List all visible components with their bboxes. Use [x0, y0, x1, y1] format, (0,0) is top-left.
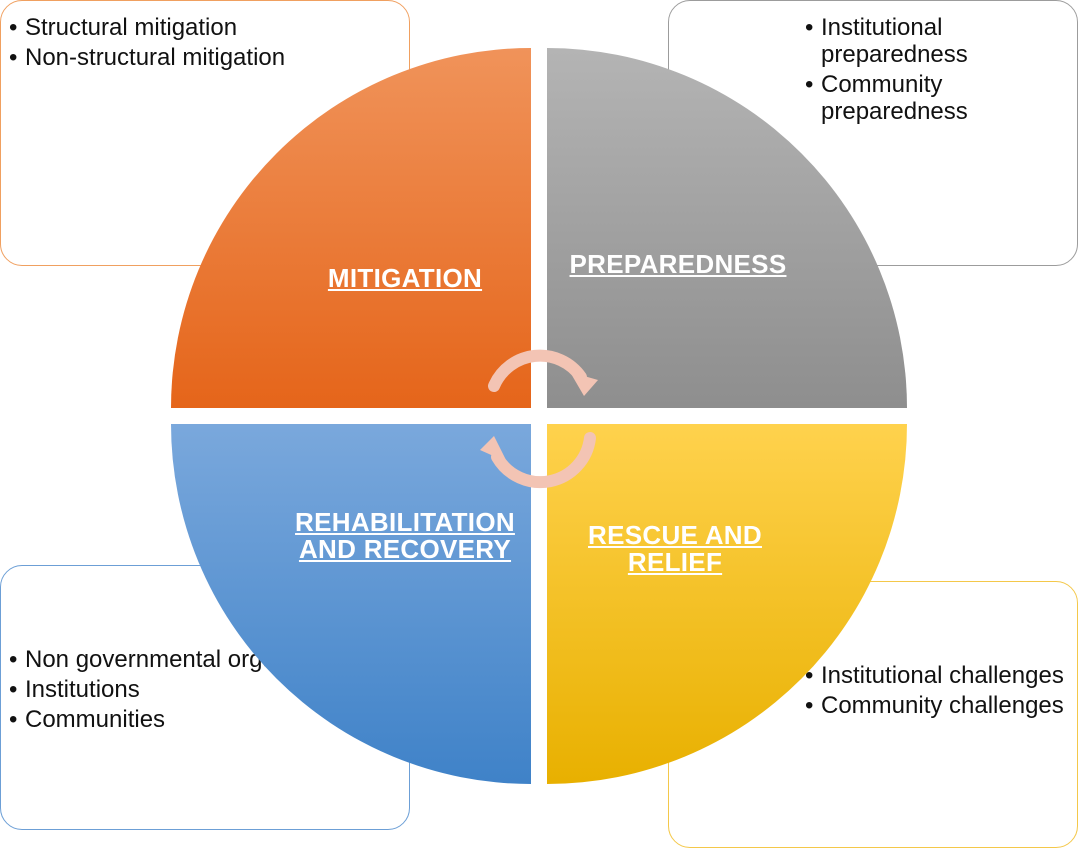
preparedness-bullet-list: Institutional preparedness Community pre…: [805, 14, 1077, 125]
cycle-arrow-top: [488, 349, 587, 392]
rescue-bullet-community: Community challenges: [805, 692, 1077, 719]
mitigation-bullet-non-structural: Non-structural mitigation: [9, 44, 409, 71]
rehabilitation-quadrant: [171, 424, 531, 784]
cycle-arrowhead-bottom: [480, 436, 507, 462]
rehabilitation-bullet-communities: Communities: [9, 706, 409, 733]
cycle-arrow-bottom: [491, 432, 596, 489]
rescue-bullet-list: Institutional challenges Community chall…: [805, 662, 1077, 719]
preparedness-bullet-institutional: Institutional preparedness: [805, 14, 1077, 68]
rehabilitation-bullet-institutions: Institutions: [9, 676, 409, 703]
rescue-label: RESCUE AND RELIEF: [588, 520, 762, 577]
mitigation-label: MITIGATION: [327, 263, 483, 293]
rescue-quadrant: [547, 424, 907, 784]
mitigation-bullet-structural: Structural mitigation: [9, 14, 409, 41]
preparedness-bullet-community: Community preparedness: [805, 71, 1077, 125]
mitigation-quadrant: [171, 48, 531, 408]
preparedness-quadrant: [547, 48, 907, 408]
rescue-bullet-institutional: Institutional challenges: [805, 662, 1077, 689]
preparedness-label: PREPAREDNESS: [569, 249, 787, 279]
cycle-arrowhead-top: [570, 372, 598, 396]
rehabilitation-label: REHABILITATION AND RECOVERY: [295, 507, 515, 564]
circular-arrows-icon: [480, 349, 598, 489]
mitigation-bullet-list: Structural mitigation Non-structural mit…: [9, 14, 409, 71]
